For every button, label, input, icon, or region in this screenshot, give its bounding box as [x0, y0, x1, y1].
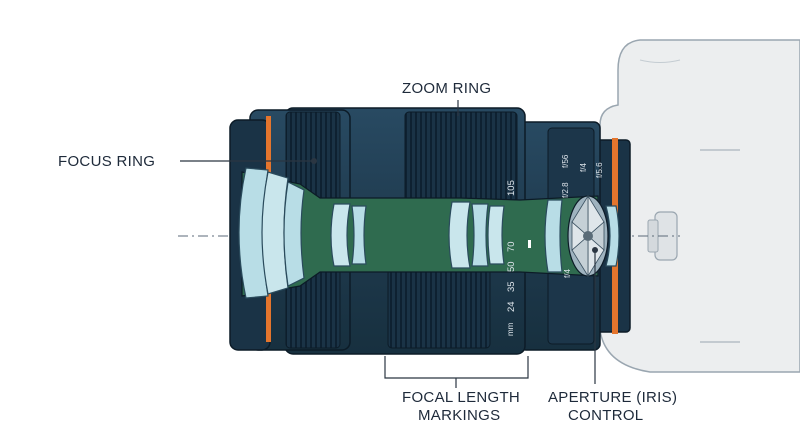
camera-body — [599, 39, 800, 373]
zoom-ring-label: ZOOM RING — [402, 80, 491, 97]
focal-tick-70: 70 — [506, 241, 517, 252]
zoom-ring-callout: ZOOM RING — [402, 80, 491, 116]
zoom-ring-grip-upper — [404, 111, 518, 207]
aperture-tick-3: f/4 — [579, 163, 588, 172]
aperture-callout: APERTURE (IRIS) CONTROL — [548, 247, 677, 424]
lens-cutaway — [238, 167, 620, 299]
focal-length-callout: FOCAL LENGTH MARKINGS — [384, 356, 529, 424]
focal-tick-24: 24 — [506, 301, 517, 312]
aperture-tick-1: f/2.8 — [561, 182, 570, 198]
aperture-iris — [567, 194, 609, 278]
aperture-label-line1: APERTURE (IRIS) — [548, 389, 677, 406]
focus-ring-callout: FOCUS RING — [58, 153, 317, 170]
aperture-tick-2: f/56 — [561, 154, 570, 168]
aperture-tick-4: f/5.6 — [595, 162, 604, 178]
focal-unit-label: mm — [506, 322, 515, 336]
aperture-scale: f/4 f/2.8 f/56 f/4 f/5.6 — [561, 154, 604, 278]
focal-tick-50: 50 — [506, 261, 517, 272]
aperture-tick-0: f/4 — [563, 269, 572, 278]
focal-length-scale: mm 24 35 50 70 105 — [506, 180, 531, 336]
focal-index-mark — [528, 240, 531, 248]
aperture-label-line2: CONTROL — [568, 407, 643, 424]
focal-length-label-line1: FOCAL LENGTH — [402, 389, 520, 406]
focal-tick-105: 105 — [506, 180, 517, 196]
focus-ring-label: FOCUS RING — [58, 153, 155, 170]
focal-tick-35: 35 — [506, 281, 517, 292]
focal-length-label-line2: MARKINGS — [418, 407, 500, 424]
